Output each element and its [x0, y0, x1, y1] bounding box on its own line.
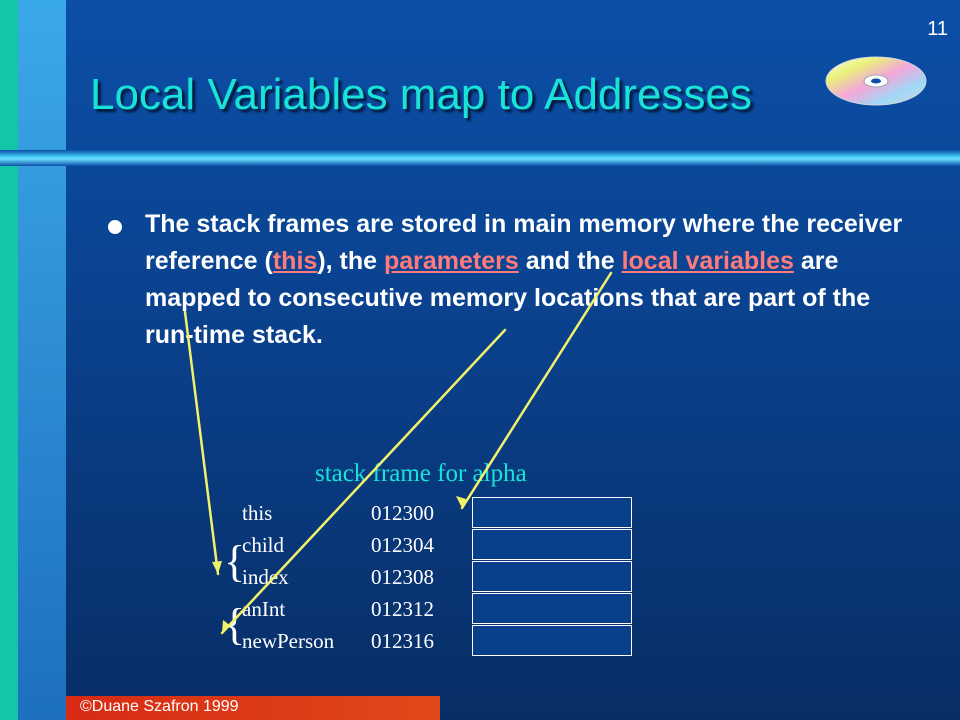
- arrow-parameters: [183, 310, 220, 576]
- memory-address: 012300: [371, 501, 434, 525]
- this-link[interactable]: this: [272, 247, 318, 275]
- cd-disc-icon: [825, 56, 927, 106]
- parameters-brace: {: [224, 537, 246, 586]
- variable-name: anInt: [242, 597, 286, 621]
- arrow-parameters-head: [212, 561, 222, 574]
- memory-cell: [472, 593, 632, 624]
- left-accent-bar: [0, 0, 18, 720]
- local-variables-link[interactable]: local variables: [621, 247, 794, 275]
- left-gradient-bar: [18, 0, 66, 720]
- memory-cell: [472, 561, 632, 592]
- stack-row-anint: anInt 012312: [242, 593, 642, 625]
- arrow-local-variables-head: [222, 620, 231, 633]
- arrow-this-head: [456, 496, 466, 508]
- parameters-link[interactable]: parameters: [383, 247, 519, 275]
- memory-address: 012304: [371, 533, 434, 557]
- memory-address: 012308: [371, 565, 434, 589]
- stack-row-newperson: newPerson 012316: [242, 625, 642, 657]
- arrow-local-variables: [220, 328, 507, 635]
- bullet-text-part: are mapped to consecutive memory locatio…: [145, 247, 871, 349]
- slide-title: Local Variables map to Addresses: [90, 70, 752, 119]
- bullet-dot: [108, 220, 122, 234]
- footer-copyright: ©Duane Szafron 1999: [80, 698, 239, 715]
- memory-address: 012312: [371, 597, 434, 621]
- bullet-text-part: ), the: [317, 247, 384, 275]
- memory-address: 012316: [371, 629, 434, 653]
- variable-name: newPerson: [242, 629, 335, 653]
- page-number: 11: [927, 18, 948, 40]
- memory-cell: [472, 529, 632, 560]
- arrow-this: [460, 271, 613, 510]
- variable-name: child: [242, 533, 284, 557]
- variable-name: this: [242, 501, 273, 525]
- memory-cell: [472, 625, 632, 656]
- bullet-text-part: The stack frames are stored in main memo…: [145, 210, 903, 275]
- stack-row-child: child 012304: [242, 529, 642, 561]
- bullet-text: The stack frames are stored in main memo…: [145, 206, 915, 354]
- stack-row-this: this 012300: [242, 497, 642, 529]
- title-divider: [0, 150, 960, 166]
- stack-frame-heading: stack frame for alpha: [315, 460, 527, 487]
- stack-row-index: index 012308: [242, 561, 642, 593]
- memory-cell: [472, 497, 632, 528]
- bullet-text-part: and the: [518, 247, 622, 275]
- footer-bar: ©Duane Szafron 1999: [66, 696, 440, 720]
